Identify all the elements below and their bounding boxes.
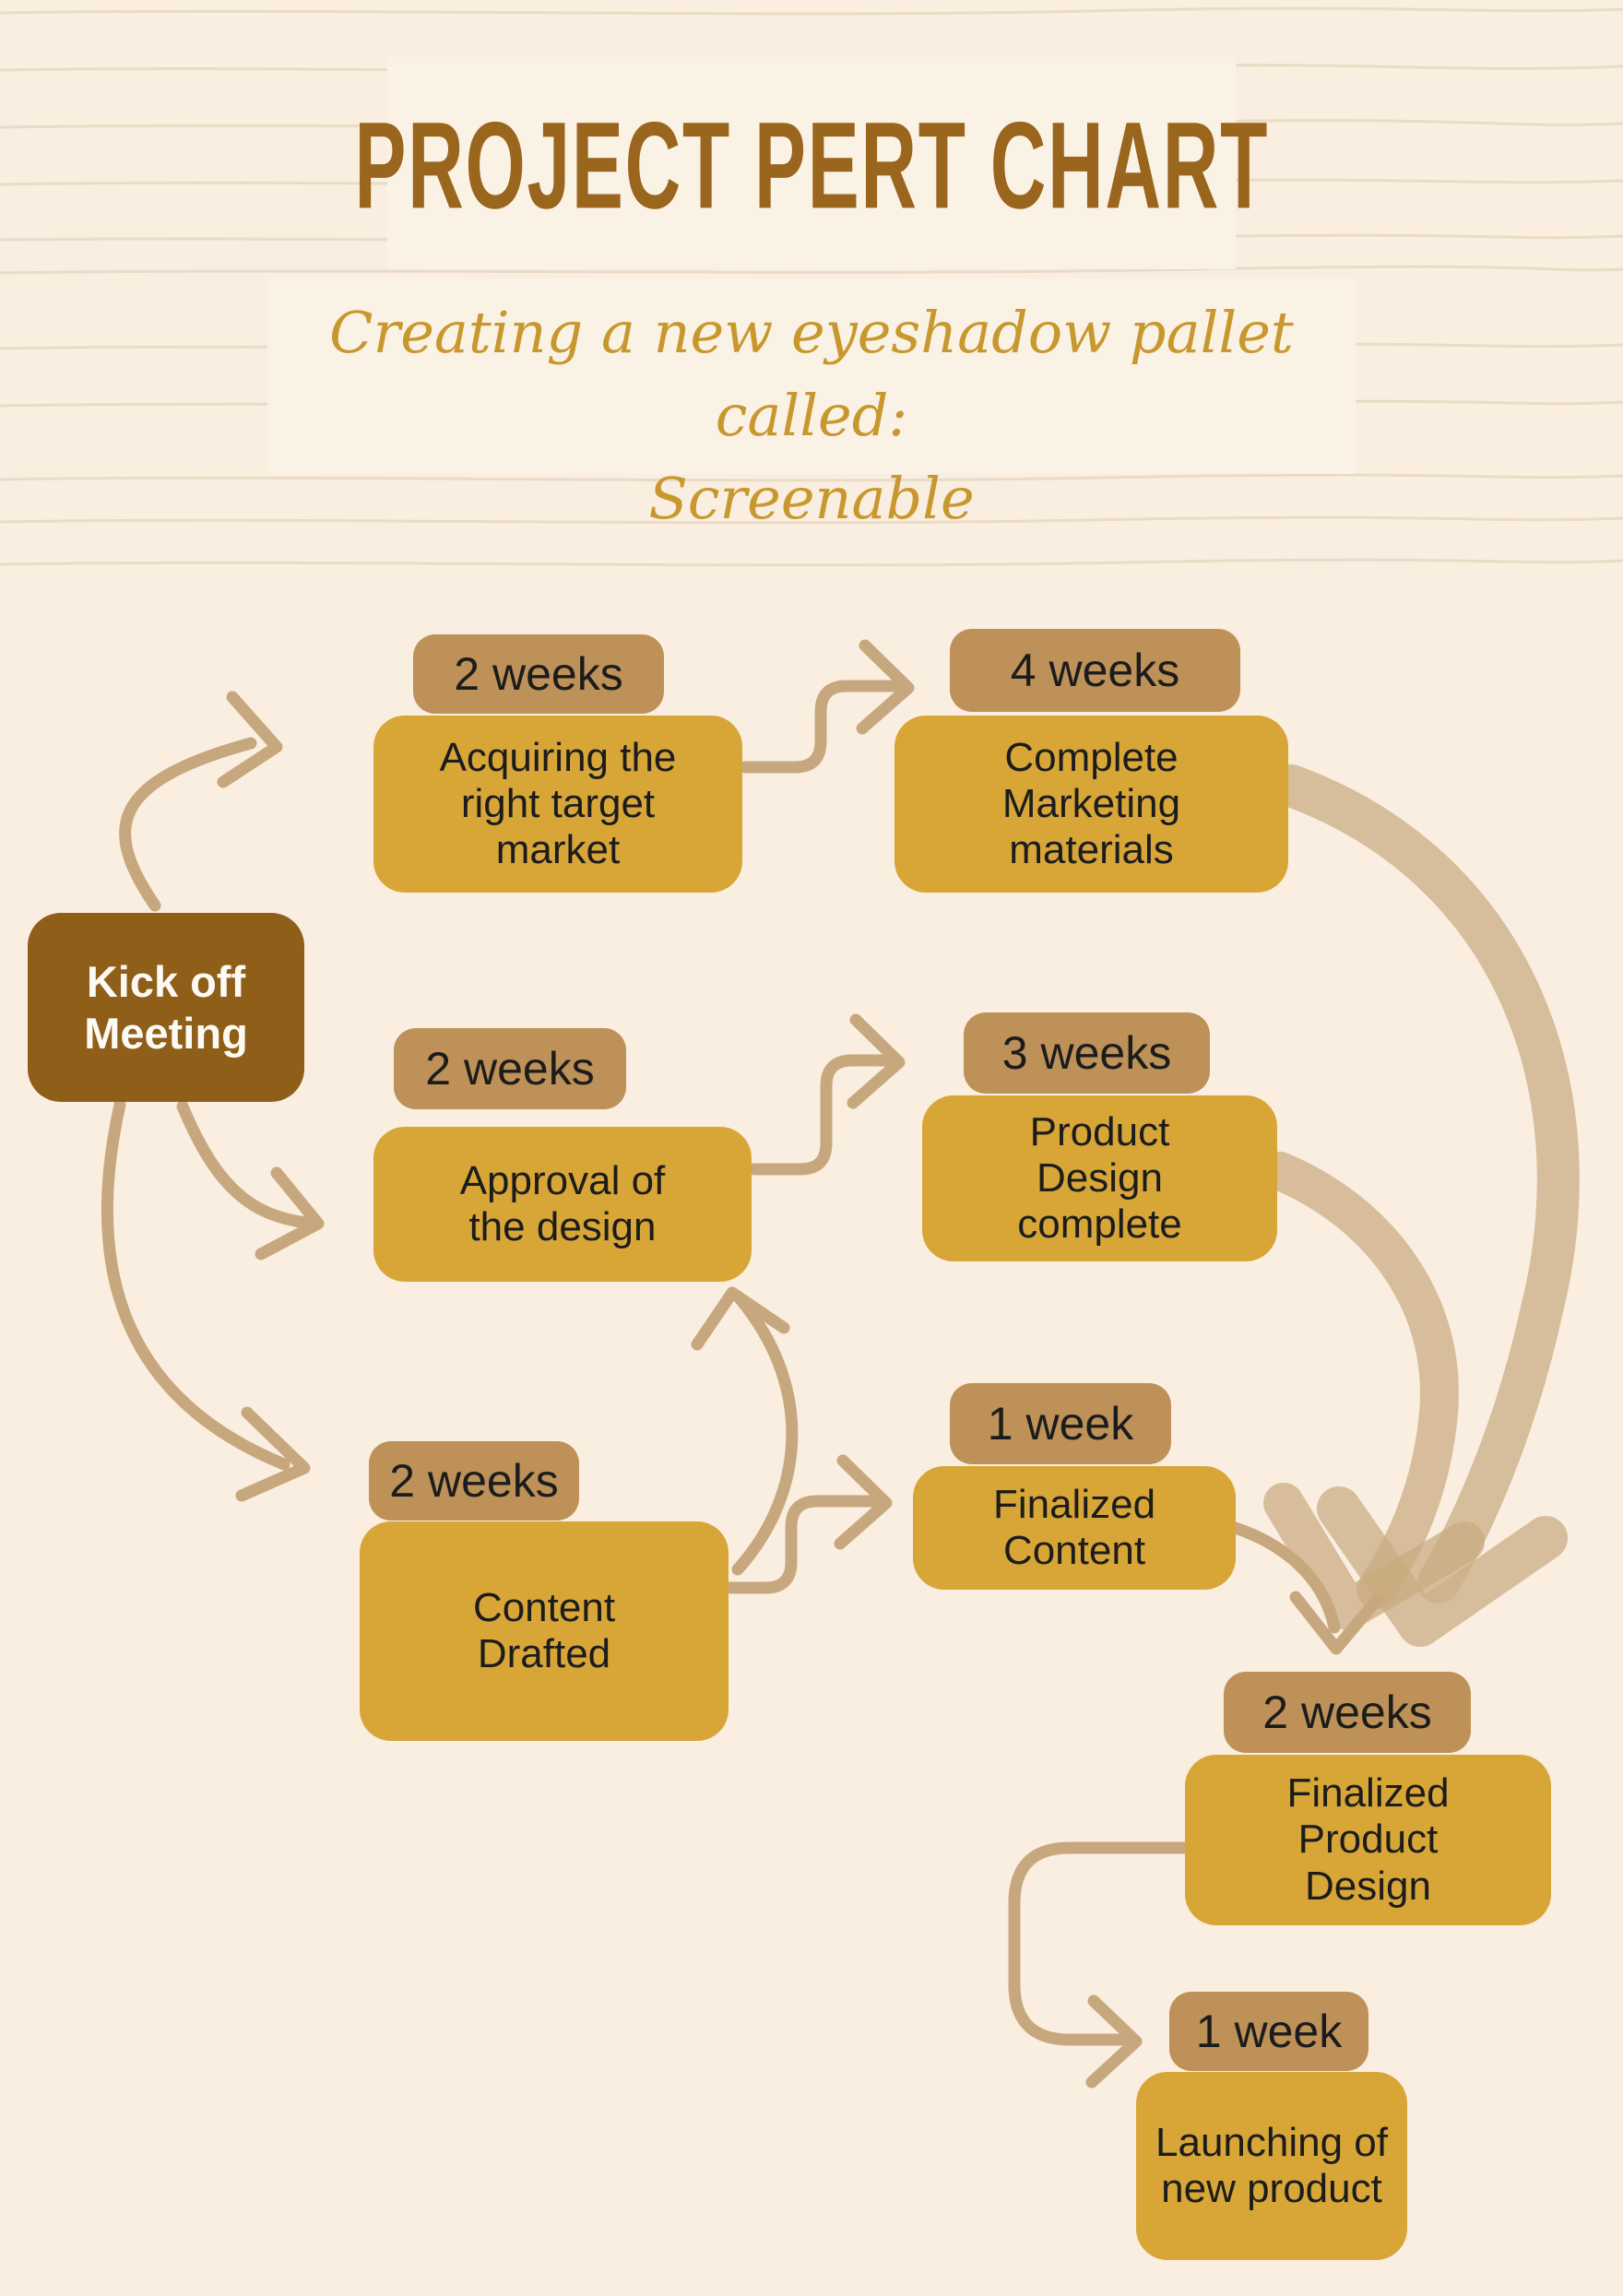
subtitle-line-1: Creating a new eyeshadow pallet called:: [329, 299, 1294, 449]
node-product-design-complete: Product Design complete: [922, 1095, 1277, 1261]
edge-final-product-to-launch: [1008, 1841, 1194, 2089]
edge-acquiring-to-marketing: [739, 639, 915, 774]
edge-finalized-content-to-final-product: [1206, 1515, 1384, 1655]
duration-badge-content: 2 weeks: [369, 1441, 579, 1521]
title-panel: [387, 57, 1236, 269]
page-title-text: PROJECT PERT CHART: [354, 96, 1269, 235]
edge-kickoff-to-approval: [176, 1100, 325, 1260]
duration-badge-final-product: 2 weeks: [1224, 1672, 1471, 1753]
page-title: PROJECT PERT CHART: [354, 74, 1267, 258]
node-acquiring-target-market: Acquiring the right target market: [373, 716, 742, 893]
node-finalized-content: Finalized Content: [913, 1466, 1236, 1590]
node-content-drafted: Content Drafted: [360, 1521, 729, 1741]
edge-content-to-finalized-content: [724, 1454, 893, 1594]
duration-badge-approval: 2 weeks: [394, 1028, 626, 1109]
duration-badge-launch: 1 week: [1169, 1992, 1368, 2071]
node-kick-off-meeting: Kick off Meeting: [28, 913, 304, 1102]
node-approval-of-design: Approval of the design: [373, 1127, 752, 1282]
duration-badge-acquiring: 2 weeks: [413, 634, 664, 714]
edge-kickoff-to-acquiring: [119, 691, 283, 912]
edge-approval-to-product-design: [748, 1013, 906, 1176]
edge-kickoff-to-content: [101, 1098, 311, 1502]
duration-badge-finalized-content: 1 week: [950, 1383, 1171, 1464]
page-subtitle: Creating a new eyeshadow pallet called: …: [267, 291, 1356, 532]
duration-badge-marketing: 4 weeks: [950, 629, 1240, 712]
subtitle-panel: [267, 278, 1356, 474]
node-launching-new-product: Launching of new product: [1136, 2072, 1407, 2260]
node-finalized-product-design: Finalized Product Design: [1185, 1755, 1551, 1925]
node-complete-marketing-materials: Complete Marketing materials: [894, 716, 1288, 893]
edge-marketing-to-final-product: [1270, 764, 1580, 1647]
edge-content-to-approval: [691, 1286, 799, 1576]
edge-product-design-to-final-product: [1261, 1152, 1485, 1630]
subtitle-line-2: Screenable: [648, 464, 975, 532]
duration-badge-product-design: 3 weeks: [964, 1012, 1210, 1094]
